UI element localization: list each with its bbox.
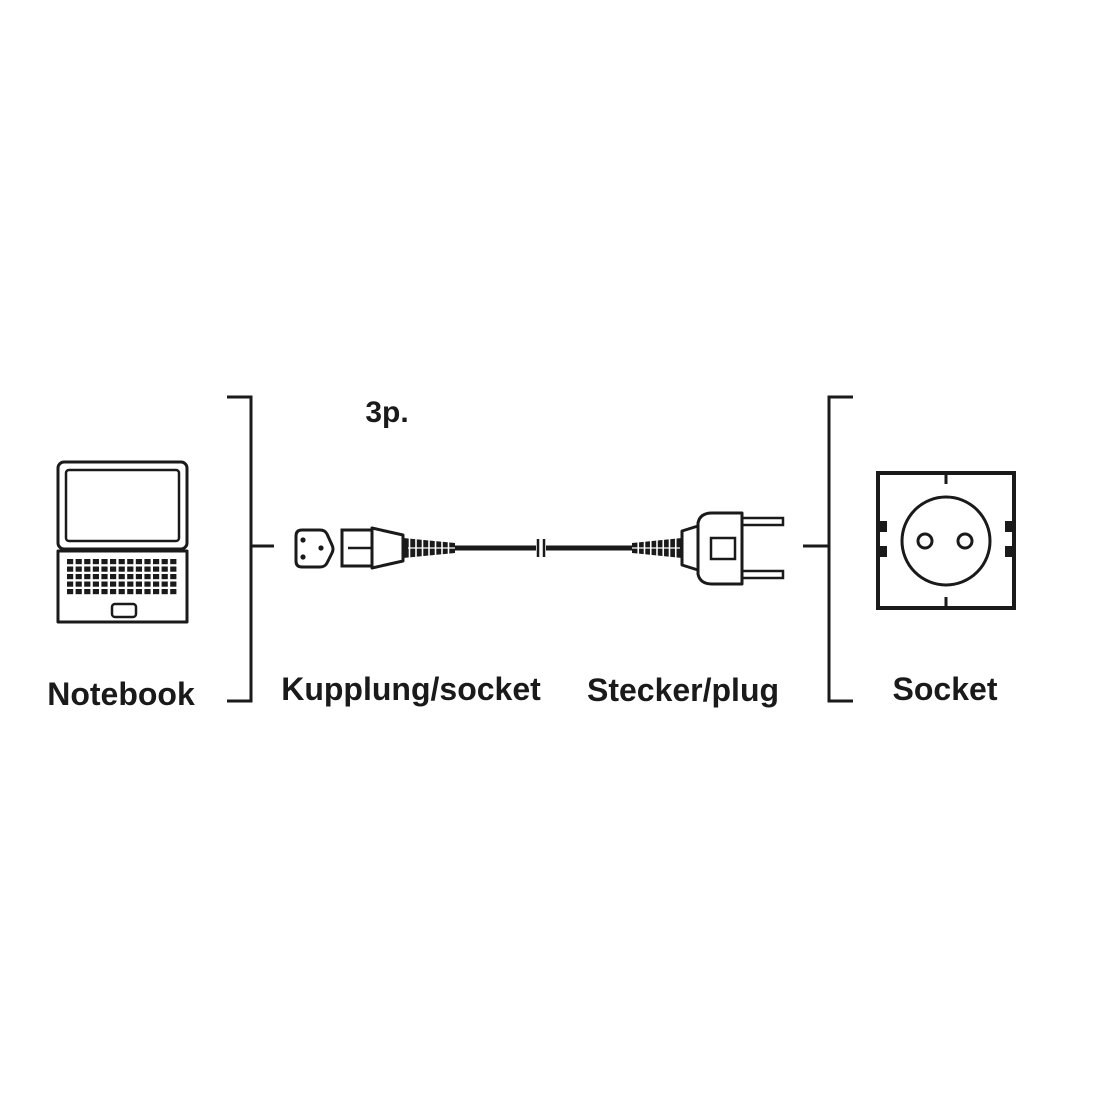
- keyboard-key: [101, 559, 108, 565]
- keyboard-key: [67, 566, 74, 572]
- keyboard-key: [153, 574, 160, 580]
- cable: [455, 539, 632, 557]
- right-bracket: [803, 395, 853, 703]
- keyboard-key: [170, 574, 177, 580]
- keyboard-key: [127, 566, 134, 572]
- keyboard-key: [84, 566, 91, 572]
- keyboard-key: [67, 589, 74, 595]
- keyboard-key: [110, 589, 117, 595]
- keyboard-key: [75, 589, 82, 595]
- keyboard-key: [161, 574, 168, 580]
- pins-label: 3p.: [365, 396, 408, 429]
- keyboard-key: [118, 559, 125, 565]
- keyboard-key: [75, 574, 82, 580]
- keyboard-key: [110, 566, 117, 572]
- socket-label: Socket: [893, 671, 998, 707]
- keyboard-key: [101, 589, 108, 595]
- keyboard-key: [127, 581, 134, 587]
- left-bracket: [227, 395, 274, 703]
- keyboard-key: [84, 589, 91, 595]
- keyboard-key: [135, 574, 142, 580]
- c5-coupler-face-icon: [294, 528, 335, 569]
- keyboard-key: [110, 559, 117, 565]
- keyboard-key: [170, 581, 177, 587]
- plug-label: Stecker/plug: [587, 672, 779, 708]
- keyboard-key: [67, 559, 74, 565]
- keyboard-keys: [67, 559, 177, 595]
- keyboard-key: [110, 581, 117, 587]
- keyboard-key: [127, 589, 134, 595]
- keyboard-key: [75, 559, 82, 565]
- keyboard-key: [92, 581, 99, 587]
- c5-coupler-icon: [340, 526, 455, 570]
- keyboard-key: [144, 589, 151, 595]
- keyboard-key: [170, 589, 177, 595]
- keyboard-key: [67, 574, 74, 580]
- keyboard-key: [170, 566, 177, 572]
- keyboard-key: [92, 566, 99, 572]
- keyboard-key: [101, 574, 108, 580]
- keyboard-key: [118, 574, 125, 580]
- laptop-icon: [56, 460, 189, 624]
- keyboard-key: [75, 566, 82, 572]
- keyboard-key: [153, 559, 160, 565]
- keyboard-key: [101, 566, 108, 572]
- keyboard-key: [127, 559, 134, 565]
- keyboard-key: [161, 589, 168, 595]
- keyboard-key: [153, 581, 160, 587]
- keyboard-key: [75, 581, 82, 587]
- keyboard-key: [118, 566, 125, 572]
- keyboard-key: [135, 559, 142, 565]
- keyboard-key: [92, 559, 99, 565]
- keyboard-key: [135, 581, 142, 587]
- keyboard-key: [135, 589, 142, 595]
- keyboard-key: [118, 581, 125, 587]
- keyboard-key: [161, 559, 168, 565]
- keyboard-key: [135, 566, 142, 572]
- keyboard-key: [84, 559, 91, 565]
- keyboard-key: [153, 566, 160, 572]
- keyboard-key: [144, 574, 151, 580]
- keyboard-key: [170, 559, 177, 565]
- keyboard-key: [84, 581, 91, 587]
- keyboard-key: [144, 566, 151, 572]
- keyboard-key: [92, 589, 99, 595]
- keyboard-key: [118, 589, 125, 595]
- keyboard-key: [161, 566, 168, 572]
- keyboard-key: [127, 574, 134, 580]
- keyboard-key: [92, 574, 99, 580]
- keyboard-key: [144, 581, 151, 587]
- keyboard-key: [67, 581, 74, 587]
- keyboard-key: [110, 574, 117, 580]
- coupler-label: Kupplung/socket: [281, 671, 541, 707]
- schuko-plug-icon: [632, 511, 785, 586]
- keyboard-key: [153, 589, 160, 595]
- keyboard-key: [84, 574, 91, 580]
- keyboard-key: [101, 581, 108, 587]
- notebook-label: Notebook: [47, 676, 195, 712]
- keyboard-key: [144, 559, 151, 565]
- wall-socket-icon: [876, 471, 1016, 610]
- keyboard-key: [161, 581, 168, 587]
